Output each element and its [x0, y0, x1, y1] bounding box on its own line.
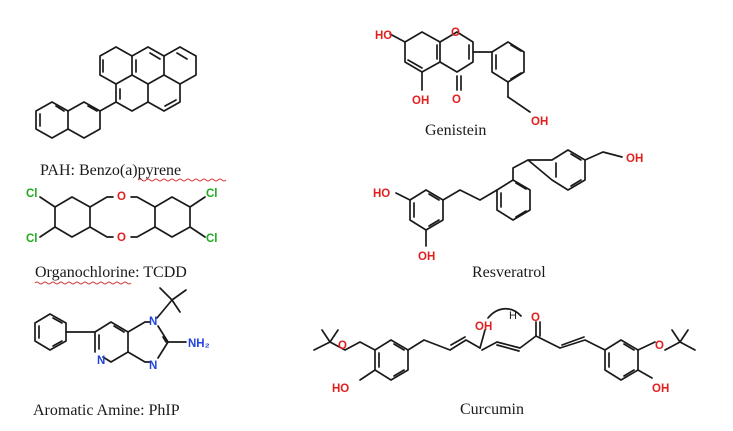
phip-atom-n-pyridine: N	[97, 355, 105, 367]
tcdd-structure	[39, 196, 206, 238]
tcdd-atom-o-2: O	[117, 232, 126, 244]
phip-atom-nh2: NH₂	[188, 338, 210, 350]
tcdd-atom-cl-2: Cl	[26, 233, 38, 245]
curcumin-atom-ho-left: HO	[332, 383, 349, 395]
curcumin-atom-o-left: O	[338, 340, 347, 352]
curcumin-structure	[313, 321, 696, 381]
benzo-a-pyrene-structure	[35, 46, 197, 139]
genistein-atom-oh: OH	[412, 95, 429, 107]
curcumin-atom-h-bridge: H	[509, 310, 517, 322]
phip-structure	[34, 287, 187, 363]
resveratrol-structure	[395, 159, 531, 247]
resveratrol-caption: Resveratrol	[472, 264, 546, 281]
phip-atom-n-methyl: N	[149, 316, 157, 328]
resveratrol-atom-ho: HO	[373, 188, 390, 200]
tcdd-caption: Organochlorine: TCDD	[35, 264, 187, 281]
resveratrol-atom-oh-para: OH	[626, 153, 643, 165]
phip-atom-n-imidazole: N	[149, 360, 157, 372]
phip-caption: Aromatic Amine: PhIP	[33, 402, 180, 419]
tcdd-atom-cl-3: Cl	[206, 188, 218, 200]
genistein-atom-ho: HO	[375, 30, 392, 42]
tcdd-atom-cl-1: Cl	[26, 188, 38, 200]
curcumin-atom-oh-right: OH	[652, 383, 669, 395]
tcdd-atom-o-1: O	[117, 191, 126, 203]
genistein-structure	[389, 31, 525, 98]
spellcheck-underline-icon	[34, 281, 132, 285]
genistein-atom-o-keto: O	[452, 94, 461, 106]
resveratrol-atom-oh-meta: OH	[418, 251, 435, 263]
curcumin-atom-o-keto: O	[531, 312, 540, 324]
genistein-atom-oh-para: OH	[531, 116, 548, 128]
tcdd-atom-cl-4: Cl	[206, 233, 218, 245]
curcumin-atom-o-right: O	[655, 340, 664, 352]
curcumin-caption: Curcumin	[460, 401, 524, 418]
spellcheck-underline-icon	[137, 178, 227, 182]
genistein-caption: Genistein	[425, 122, 486, 139]
curcumin-atom-oh-enol: OH	[475, 321, 492, 333]
genistein-atom-o-ring: O	[451, 27, 460, 39]
benzo-a-pyrene-caption: PAH: Benzo(a)pyrene	[40, 162, 181, 179]
